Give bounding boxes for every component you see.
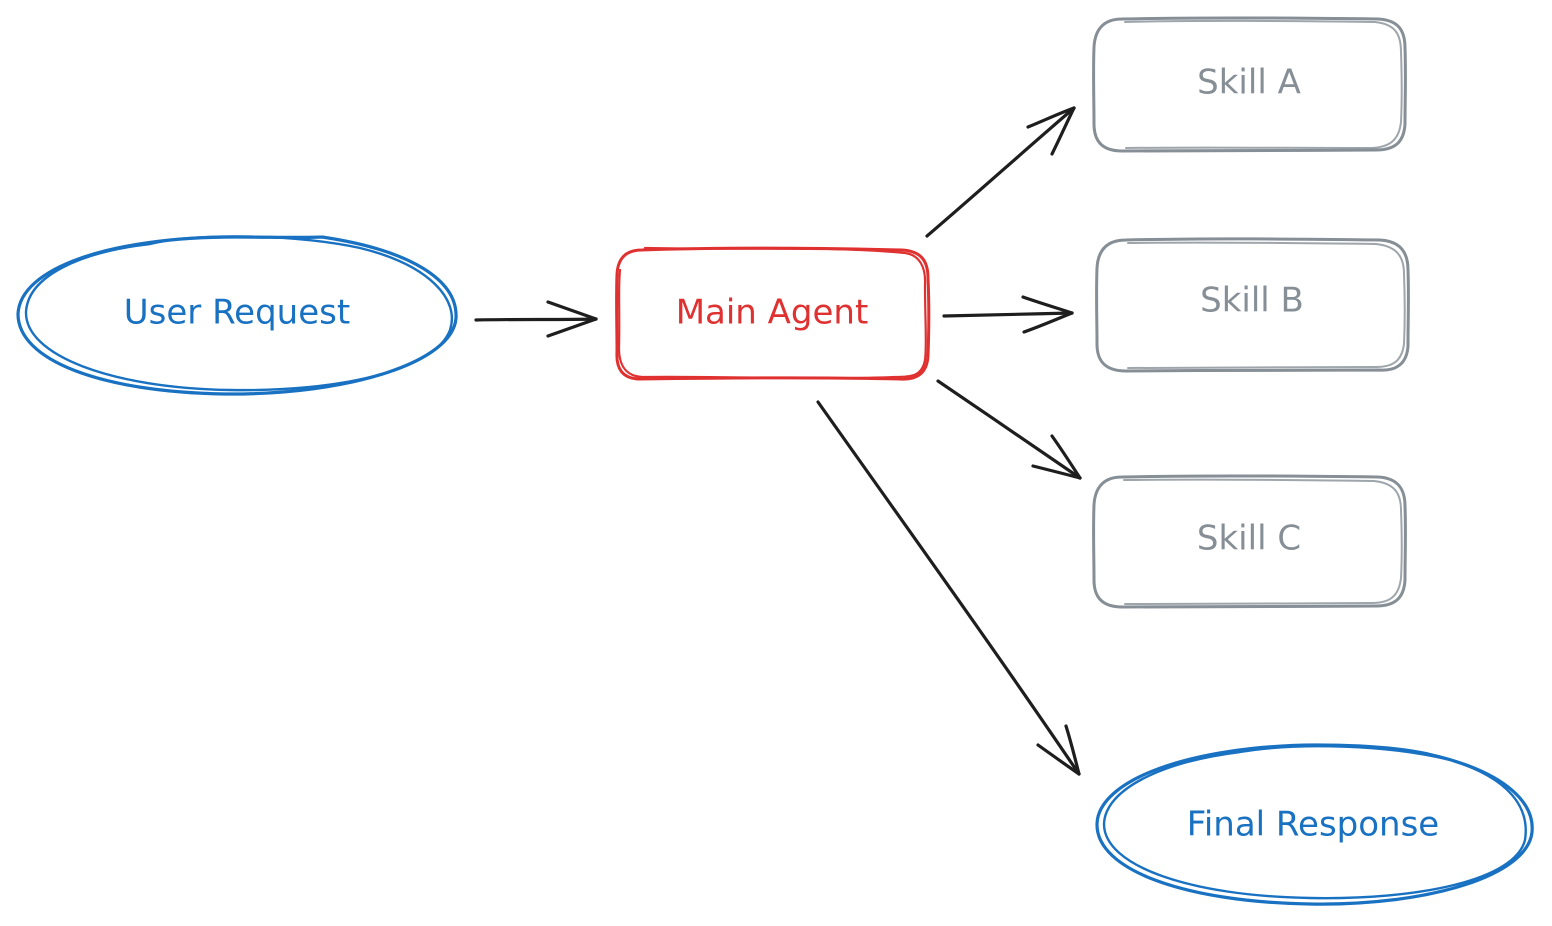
arrow-main-to-skill-b <box>942 295 1074 334</box>
final-response-label: Final Response <box>1187 805 1439 845</box>
user-request-node[interactable]: User Request <box>16 235 458 396</box>
main-agent-label: Main Agent <box>676 293 869 333</box>
main-agent-node[interactable]: Main Agent <box>615 246 931 381</box>
skill-c-label: Skill C <box>1197 519 1301 559</box>
arrow-main-to-skill-a <box>925 106 1076 238</box>
skill-a-node[interactable]: Skill A <box>1092 16 1407 153</box>
arrow-main-to-skill-c <box>936 379 1082 480</box>
arrow-user-to-main <box>474 300 598 338</box>
skill-a-label: Skill A <box>1197 63 1301 103</box>
skill-c-node[interactable]: Skill C <box>1092 474 1407 609</box>
user-request-label: User Request <box>124 293 350 333</box>
skill-b-node[interactable]: Skill B <box>1095 237 1410 373</box>
skill-b-label: Skill B <box>1200 281 1304 321</box>
final-response-node[interactable]: Final Response <box>1095 743 1534 906</box>
arrow-main-to-final-response <box>816 400 1081 776</box>
